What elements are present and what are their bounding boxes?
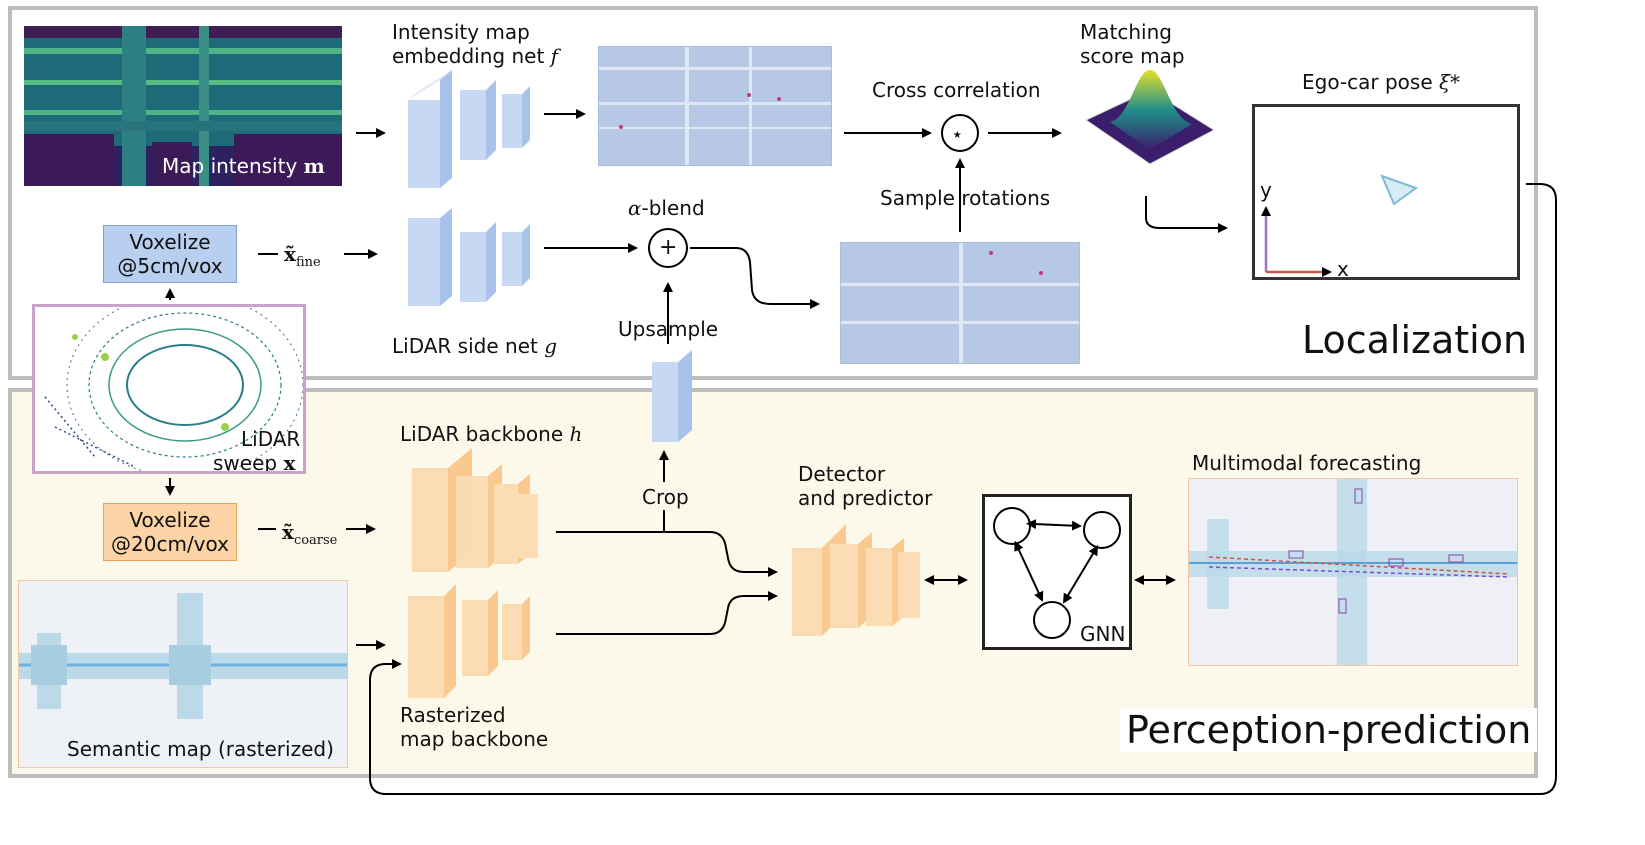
raster-label-1: Rasterized xyxy=(400,703,506,727)
voxelize-fine-box: Voxelize @5cm/vox xyxy=(103,225,237,283)
lidar-label-2: sweep xyxy=(213,451,278,474)
ego-pose-box xyxy=(1252,104,1520,280)
semantic-map-texture xyxy=(19,593,347,719)
x-coarse-symbol: x̃ xyxy=(282,520,294,544)
forecasting-image xyxy=(1188,478,1518,666)
axis-y-label: y xyxy=(1260,178,1272,202)
ego-pose-symbol: ξ* xyxy=(1439,70,1461,94)
lidar-sweep-image: LiDAR sweep x xyxy=(32,304,306,474)
x-coarse-sub: coarse xyxy=(293,533,338,548)
lidar-embedding-image xyxy=(840,242,1080,364)
map-intensity-texture xyxy=(24,26,342,186)
detector-label-2: and predictor xyxy=(798,486,933,510)
forecasting-label: Multimodal forecasting xyxy=(1192,451,1422,475)
semantic-map-image: Semantic map (rasterized) xyxy=(18,580,348,768)
x-fine-symbol: x̃ xyxy=(284,242,296,266)
embedding-net-symbol: f xyxy=(550,44,559,68)
map-intensity-symbol: m xyxy=(303,154,325,178)
crop-label: Crop xyxy=(642,485,689,509)
lidar-embedding-texture xyxy=(841,243,1079,363)
voxelize-coarse-line2: @20cm/vox xyxy=(111,532,229,556)
map-intensity-image: Map intensity m xyxy=(24,26,342,186)
lidar-sweep-texture xyxy=(44,307,303,471)
embedding-net-label-2: embedding net xyxy=(392,44,545,68)
voxelize-fine-line1: Voxelize xyxy=(129,230,211,254)
lidar-backbone-label: LiDAR backbone xyxy=(400,422,564,446)
semantic-map-label: Semantic map (rasterized) xyxy=(67,737,334,761)
upsample-label: Upsample xyxy=(618,317,719,341)
gnn-label: GNN xyxy=(1080,622,1126,646)
perception-title: Perception-prediction xyxy=(1120,708,1538,752)
embedding-net-label-1: Intensity map xyxy=(392,20,530,44)
voxelize-coarse-line1: Voxelize xyxy=(129,508,211,532)
ego-pose-label: Ego-car pose xyxy=(1302,70,1433,94)
lidar-label-1: LiDAR xyxy=(241,427,301,451)
cross-correlation-symbol: ⋆ xyxy=(951,122,964,146)
localization-title: Localization xyxy=(1296,318,1534,362)
cross-correlation-label: Cross correlation xyxy=(872,78,1041,102)
alpha-symbol: α xyxy=(628,196,642,220)
plus-symbol: + xyxy=(659,235,678,260)
lidar-side-net-label: LiDAR side net xyxy=(392,334,538,358)
axis-x-label: x xyxy=(1337,257,1349,281)
map-embedding-texture xyxy=(599,47,831,165)
lidar-side-net-symbol: g xyxy=(544,334,558,358)
x-fine-sub: fine xyxy=(295,255,321,270)
map-embedding-image xyxy=(598,46,832,166)
sample-rotations-label: Sample rotations xyxy=(880,186,1051,210)
detector-label-1: Detector xyxy=(798,462,886,486)
alpha-blend-label: -blend xyxy=(641,196,705,220)
matching-label-1: Matching xyxy=(1080,20,1172,44)
matching-label-2: score map xyxy=(1080,44,1185,68)
lidar-backbone-symbol: h xyxy=(569,422,583,446)
forecasting-texture xyxy=(1189,479,1517,665)
voxelize-fine-line2: @5cm/vox xyxy=(117,254,223,278)
voxelize-coarse-box: Voxelize @20cm/vox xyxy=(103,503,237,561)
lidar-symbol: x xyxy=(283,451,296,474)
raster-label-2: map backbone xyxy=(400,727,549,751)
map-intensity-label: Map intensity xyxy=(162,154,298,178)
